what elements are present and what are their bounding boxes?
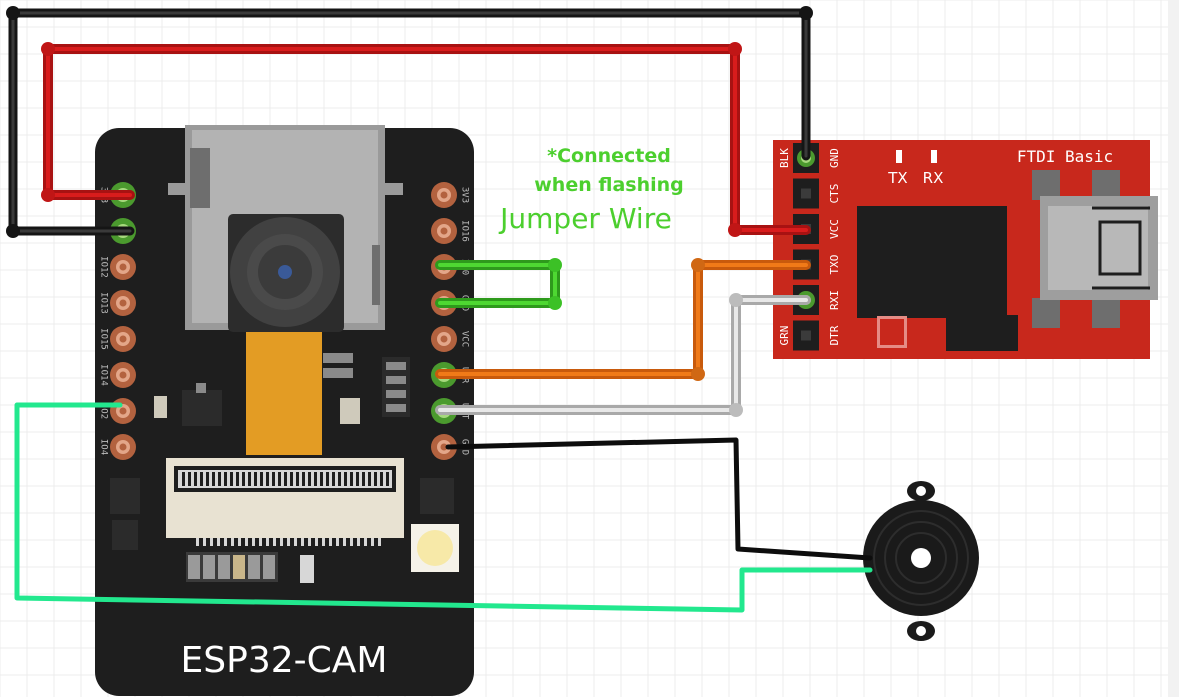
ftdi-chip [857, 206, 1007, 318]
piezo-buzzer [863, 481, 979, 641]
ftdi-side-label-0: BLK [778, 148, 791, 168]
wire-orange-tx [435, 260, 811, 379]
esp32-pin-right-4: VCC [431, 326, 470, 352]
ftdi-regulator [946, 315, 1018, 351]
ftdi-pin-label-2: VCC [828, 219, 841, 239]
smd-components [110, 353, 454, 550]
camera-module [228, 214, 344, 455]
wire-mint-buzzer [14, 402, 873, 613]
esp32-pin-left-3: IO13 [99, 290, 136, 316]
ftdi-pin-label-0: GND [828, 148, 841, 168]
ftdi-pin-1: CTS [793, 178, 841, 209]
esp32-pin-label-left-3: IO13 [99, 292, 109, 314]
ftdi-pin-label-1: CTS [828, 184, 841, 204]
esp32-pin-label-right-4: VCC [460, 331, 470, 347]
rx-led [931, 150, 937, 163]
fpc-connector [166, 458, 404, 546]
tx-led [896, 150, 902, 163]
wire-nodes-red [41, 42, 742, 237]
wire-red-vcc [43, 44, 811, 235]
jumper-wire-label: Jumper Wire [498, 202, 672, 235]
esp32-pin-label-left-5: IO14 [99, 364, 109, 386]
esp32-pin-label-left-7: IO4 [99, 439, 109, 455]
camera-ribbon-cable [246, 332, 322, 455]
tx-label: TX [887, 169, 907, 187]
wire-white-rx [435, 295, 811, 415]
ftdi-side-label-5: GRN [778, 326, 791, 346]
ftdi-pin-5: DTR GRN [778, 320, 841, 351]
wire-green-jumper [435, 260, 560, 308]
bottom-chips [186, 552, 314, 583]
esp32-pin-right-1: IO16 [431, 218, 470, 244]
esp32-pin-label-left-4: IO15 [99, 328, 109, 350]
ftdi-basic-board: TX RX FTDI Basic GND BLK CTS VCC TXO RXI DTR GR… [773, 140, 1158, 359]
esp32-board-title: ESP32-CAM [181, 640, 388, 681]
ftdi-pin-label-5: DTR [828, 325, 841, 345]
ftdi-title: FTDI Basic [1017, 147, 1113, 166]
camera-lens [278, 265, 292, 279]
esp32-pin-label-left-6: IO2 [99, 403, 109, 419]
esp32-pin-right-0: 3V3 [431, 182, 470, 208]
esp32-pin-left-5: IO14 [99, 362, 136, 388]
usb-connector [1032, 170, 1158, 328]
note-connected: *Connected [547, 145, 671, 167]
right-edge-strip [1168, 0, 1179, 697]
esp32-pin-left-7: IO4 [99, 434, 136, 460]
ftdi-pin-label-3: TXO [828, 255, 841, 275]
esp32-pin-label-right-1: IO16 [460, 220, 470, 242]
ftdi-pin-label-4: RXI [828, 290, 841, 310]
esp32-pin-left-2: IO12 [99, 254, 136, 280]
wire-nodes-white [729, 293, 743, 417]
wire-nodes-green [548, 258, 562, 310]
esp32-pin-label-left-2: IO12 [99, 256, 109, 278]
esp32-pin-left-4: IO15 [99, 326, 136, 352]
flash-led [411, 524, 459, 572]
wire-nodes-black [6, 6, 813, 238]
wires [6, 6, 873, 613]
note-when-flashing: when flashing [534, 174, 684, 196]
esp32-pin-label-right-0: 3V3 [460, 187, 470, 203]
rx-label: RX [923, 169, 944, 187]
wire-black-buzzer [445, 437, 873, 561]
wire-nodes-orange [691, 258, 705, 381]
